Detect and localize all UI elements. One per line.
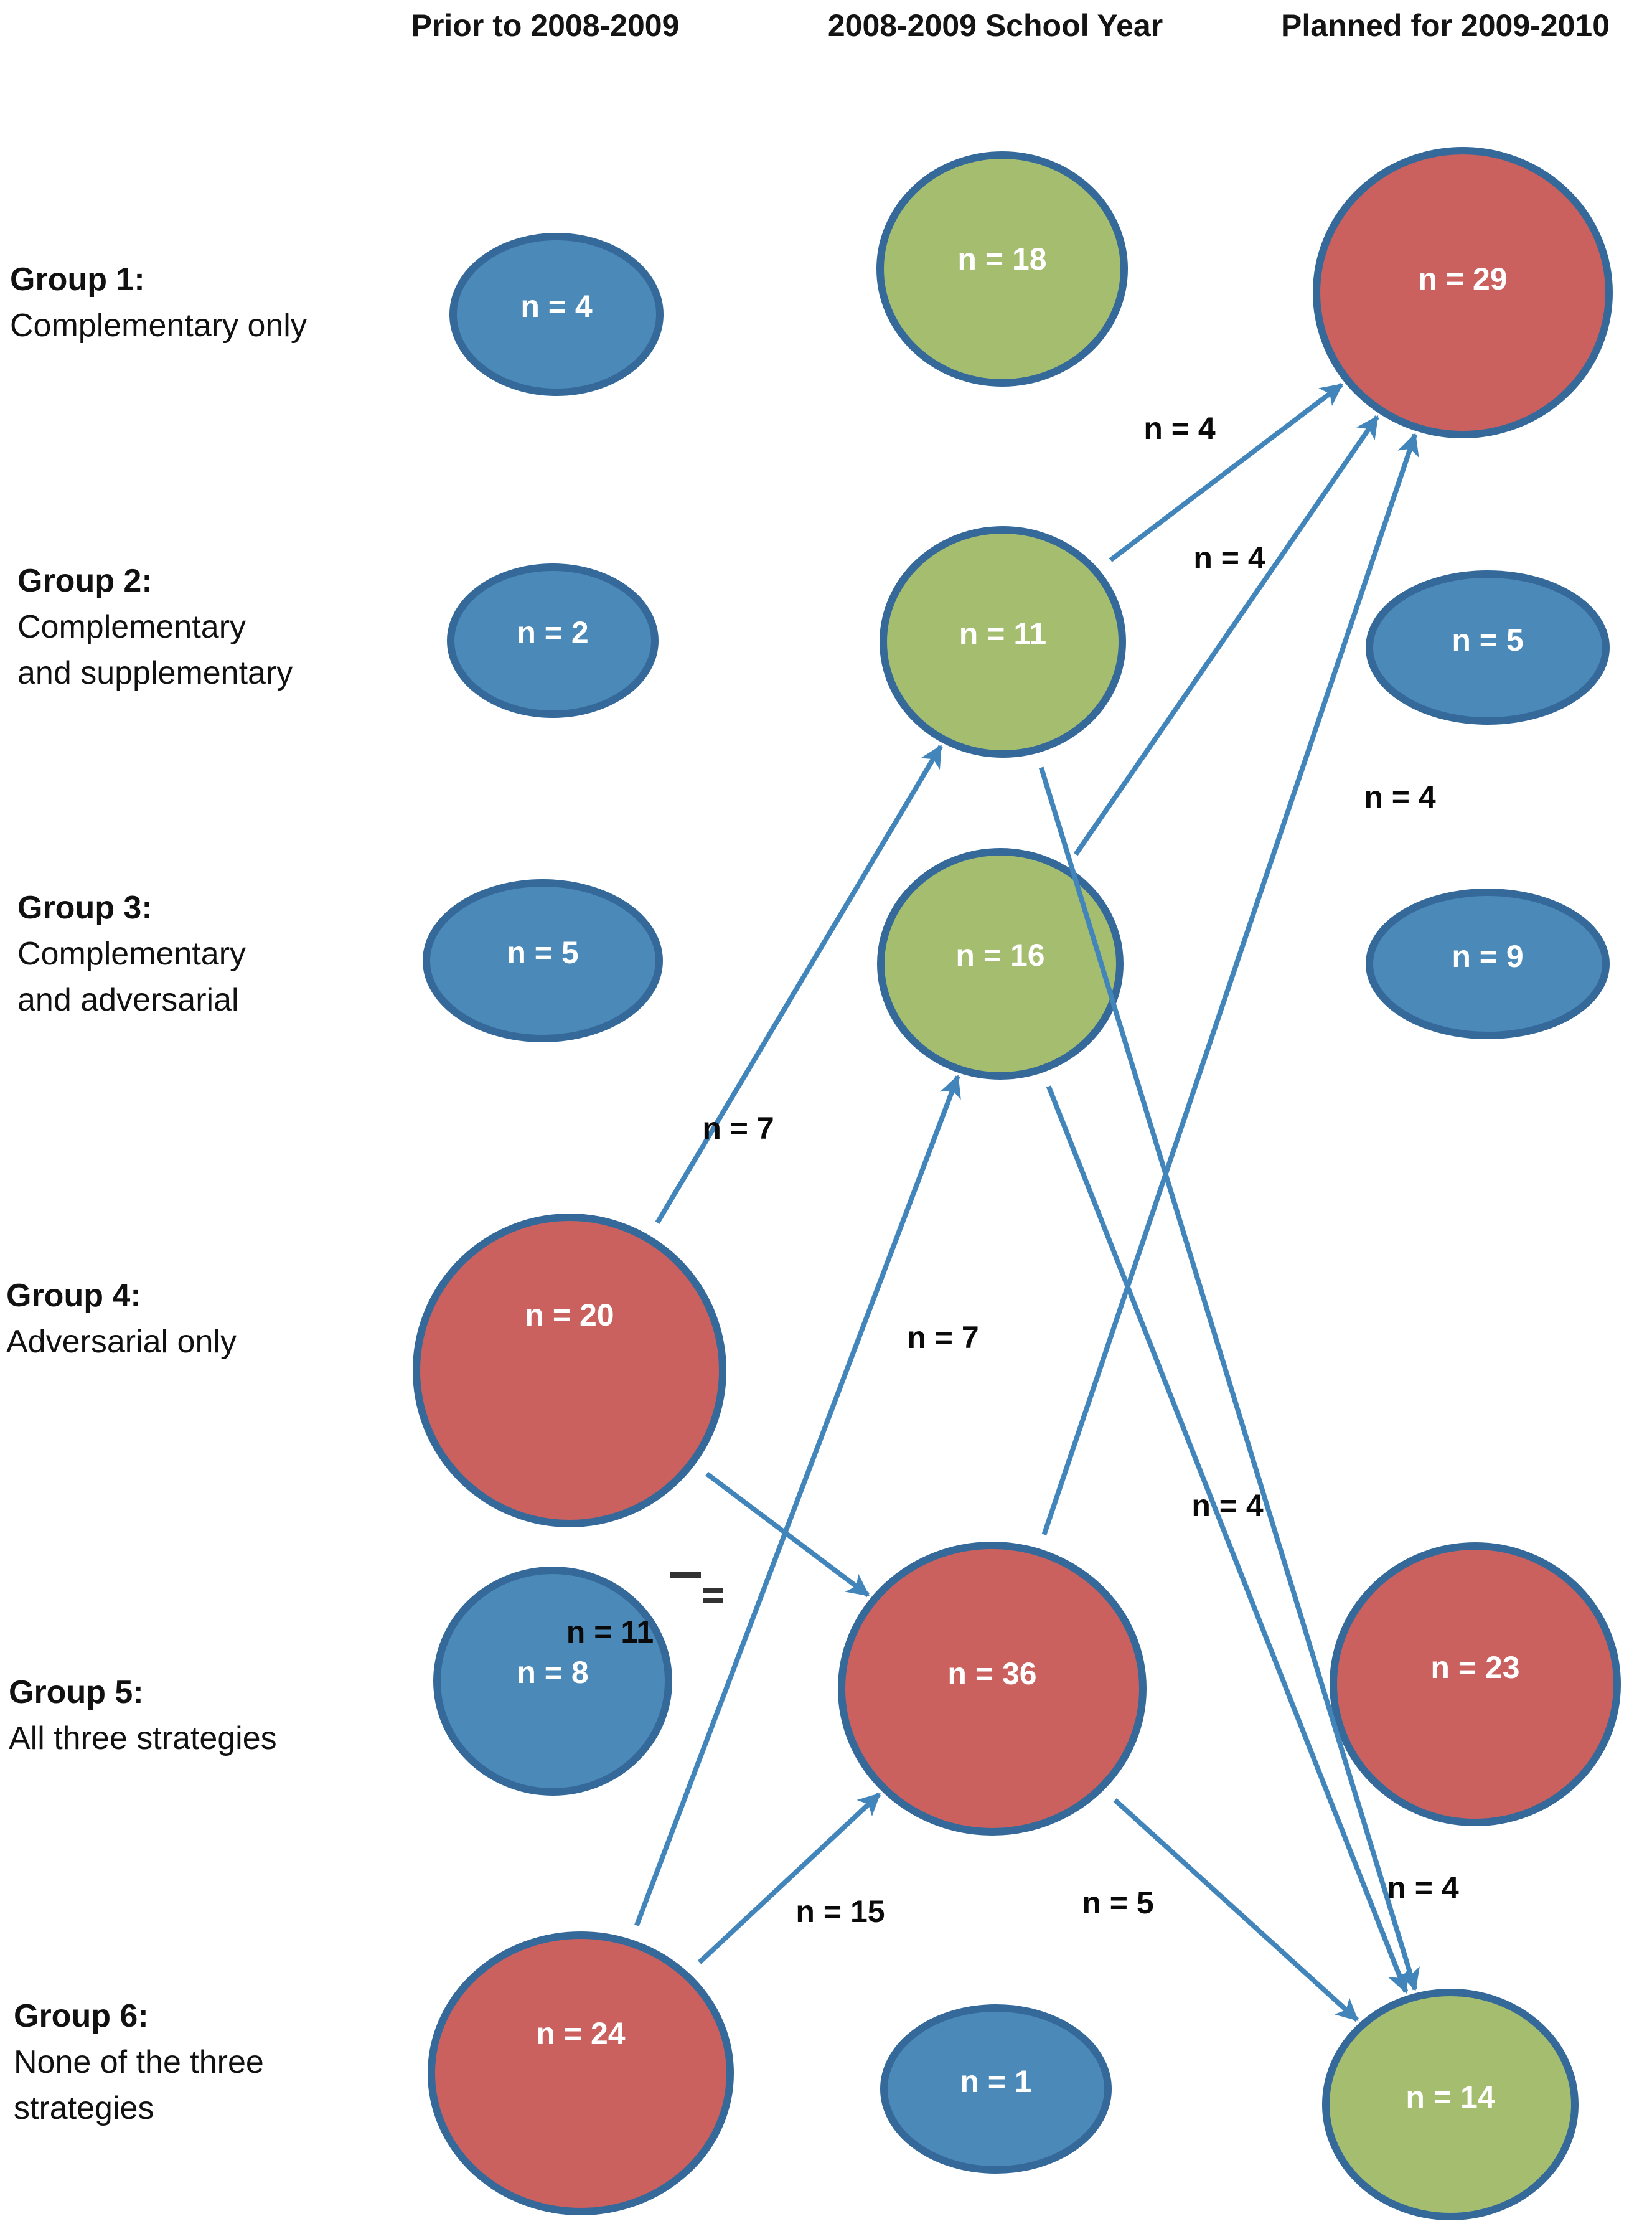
node-during-group-2: n = 11: [880, 526, 1126, 758]
flow-arrow-during-group-3-to-planned-group-1: [1073, 415, 1379, 856]
node-ellipse-green: [1322, 1989, 1579, 2220]
flow-arrow-during-group-5-to-planned-group-1: [1041, 433, 1419, 1535]
flow-arrow-prior-group-6-to-during-group-3: [634, 1075, 961, 1926]
column-header-during: 2008-2009 School Year: [827, 8, 1163, 43]
group-label-group-2: Group 2: Complementary and supplementary: [17, 558, 293, 696]
obscured-label-mark: [670, 1572, 701, 1578]
group-title: Group 6:: [14, 1998, 149, 2034]
node-prior-group-4: n = 20: [413, 1214, 726, 1527]
node-count-label: n = 14: [1406, 2080, 1495, 2114]
group-label-group-6: Group 6: None of the three strategies: [14, 1993, 264, 2131]
group-description-line: strategies: [14, 2090, 154, 2126]
node-ellipse-blue: [880, 2004, 1112, 2174]
node-prior-group-5: n = 8: [433, 1567, 672, 1796]
node-count-label: n = 20: [525, 1298, 614, 1332]
node-ellipse-green: [877, 848, 1124, 1080]
node-ellipse-blue: [1366, 889, 1610, 1039]
node-prior-group-1: n = 4: [449, 233, 664, 396]
group-description-line: and supplementary: [17, 655, 293, 691]
group-description-line: Complementary: [17, 609, 246, 645]
group-label-group-5: Group 5: All three strategies: [9, 1669, 277, 1761]
group-title: Group 3:: [17, 890, 153, 926]
flow-arrow-during-group-2-to-planned-group-1: [1109, 382, 1343, 562]
node-planned-group-2: n = 5: [1366, 570, 1610, 725]
group-description-line: All three strategies: [9, 1720, 277, 1756]
node-count-label: n = 5: [507, 935, 578, 970]
node-ellipse-blue: [1366, 570, 1610, 725]
node-count-label: n = 11: [959, 616, 1046, 651]
node-planned-group-5: n = 23: [1330, 1542, 1621, 1826]
flow-arrow-count-label: n = 7: [702, 1111, 774, 1146]
node-ellipse-blue: [449, 233, 664, 396]
node-count-label: n = 5: [1452, 623, 1523, 658]
flow-arrow-count-label: n = 4: [1193, 540, 1265, 575]
obscured-label-mark: [703, 1588, 723, 1593]
node-ellipse-red: [1313, 147, 1613, 438]
node-count-label: n = 24: [536, 2016, 625, 2051]
group-description-line: Complementary only: [10, 308, 307, 344]
group-title: Group 5:: [9, 1674, 144, 1710]
column-header-prior: Prior to 2008-2009: [411, 8, 680, 43]
node-count-label: n = 4: [520, 289, 593, 324]
node-count-label: n = 23: [1430, 1650, 1519, 1685]
flow-arrow-count-label: n = 11: [566, 1614, 654, 1649]
group-title: Group 2:: [17, 563, 153, 599]
node-count-label: n = 9: [1452, 939, 1523, 974]
node-planned-group-6: n = 14: [1322, 1989, 1579, 2220]
flow-arrow-count-label: n = 4: [1364, 780, 1436, 814]
node-count-label: n = 16: [955, 938, 1044, 973]
node-count-label: n = 8: [517, 1655, 588, 1690]
node-prior-group-3: n = 5: [423, 879, 663, 1042]
group-label-group-3: Group 3: Complementary and adversarial: [17, 885, 246, 1023]
flow-arrow-prior-group-6-to-during-group-5: [697, 1792, 881, 1964]
flow-arrow-count-label: n = 4: [1143, 411, 1216, 446]
group-description-line: None of the three: [14, 2044, 264, 2080]
node-count-label: n = 2: [517, 615, 588, 650]
flow-arrow-during-group-3-to-planned-group-6: [1046, 1085, 1409, 1994]
node-prior-group-6: n = 24: [428, 1931, 734, 2215]
flow-arrow-count-label: n = 7: [907, 1320, 979, 1355]
group-label-group-4: Group 4: Adversarial only: [6, 1273, 237, 1365]
node-planned-group-1: n = 29: [1313, 147, 1613, 438]
flow-arrow-during-group-2-to-planned-group-6: [1038, 766, 1420, 1991]
node-during-group-3: n = 16: [877, 848, 1124, 1080]
node-count-label: n = 18: [957, 242, 1046, 276]
column-header-planned: Planned for 2009-2010: [1280, 8, 1610, 43]
flow-arrow-during-group-5-to-planned-group-6: [1113, 1798, 1359, 2022]
flow-arrow-prior-group-4-to-during-group-2: [655, 744, 943, 1224]
group-description-line: Complementary: [17, 936, 246, 972]
node-ellipse-red: [413, 1214, 726, 1527]
node-ellipse-green: [876, 151, 1128, 387]
group-label-group-1: Group 1: Complementary only: [10, 257, 307, 349]
node-ellipse-red: [428, 1931, 734, 2215]
group-description-line: and adversarial: [17, 982, 239, 1018]
node-count-label: n = 29: [1418, 262, 1507, 296]
flow-arrow-count-label: n = 15: [795, 1894, 885, 1929]
group-title: Group 4:: [6, 1278, 141, 1314]
node-count-label: n = 36: [947, 1656, 1036, 1691]
node-during-group-6: n = 1: [880, 2004, 1112, 2174]
flow-arrow-count-label: n = 4: [1387, 1870, 1459, 1905]
node-prior-group-2: n = 2: [447, 563, 659, 718]
group-description-line: Adversarial only: [6, 1324, 237, 1360]
obscured-label-fragment: [670, 1572, 723, 1603]
flow-arrow-count-label: n = 5: [1082, 1885, 1153, 1920]
obscured-label-mark: [703, 1598, 723, 1603]
node-during-group-5: n = 36: [838, 1542, 1147, 1836]
node-ellipse-red: [1330, 1542, 1621, 1826]
node-count-label: n = 1: [960, 2064, 1031, 2099]
node-during-group-1: n = 18: [876, 151, 1128, 387]
node-ellipse-green: [880, 526, 1126, 758]
node-ellipse-blue: [423, 879, 663, 1042]
node-ellipse-blue: [433, 1567, 672, 1796]
group-title: Group 1:: [10, 262, 145, 298]
node-planned-group-3: n = 9: [1366, 889, 1610, 1039]
node-ellipse-red: [838, 1542, 1147, 1836]
flow-arrow-count-label: n = 4: [1191, 1488, 1264, 1523]
flow-arrow-prior-group-4-to-during-group-5: [705, 1471, 870, 1598]
node-ellipse-blue: [447, 563, 659, 718]
